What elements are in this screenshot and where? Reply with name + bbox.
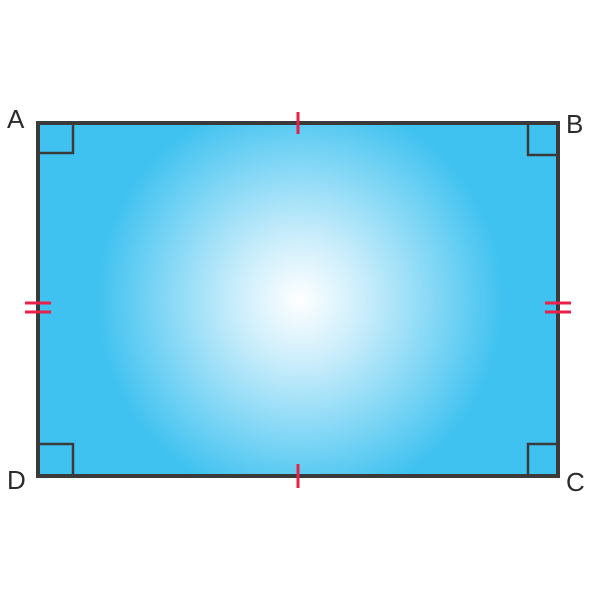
vertex-label-c: C (566, 467, 585, 497)
tick-marks (25, 112, 571, 488)
right-angle-marker-b (526, 123, 558, 157)
vertex-label-a: A (7, 104, 25, 134)
right-angle-marker-a (38, 123, 75, 155)
right-angle-marker-c (526, 442, 558, 476)
vertex-label-d: D (7, 465, 26, 495)
vertex-label-b: B (566, 109, 583, 139)
right-angle-markers (38, 123, 558, 476)
right-angle-marker-d (38, 442, 75, 476)
rectangle-abcd (36, 121, 560, 478)
